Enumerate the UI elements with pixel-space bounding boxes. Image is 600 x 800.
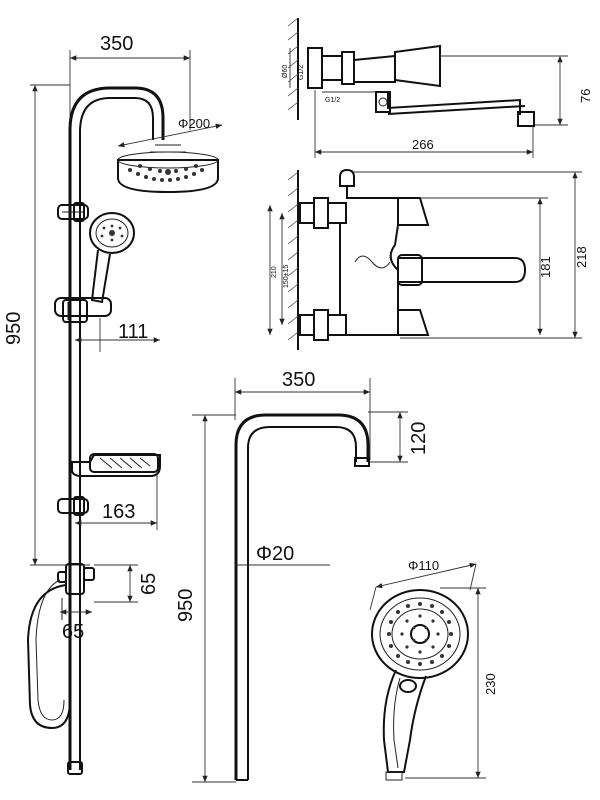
diverter-width-label: 65 (62, 621, 84, 643)
soap-offset-label: 163 (102, 501, 135, 523)
diverter-height-label: 65 (138, 573, 160, 595)
front-inner-height-label: 181 (538, 256, 553, 278)
riser-width-label: 350 (282, 369, 315, 391)
hand-shower-drawing: Φ110 230 (369, 558, 498, 781)
hand-length-label: 230 (483, 673, 498, 695)
riser-drop-label: 120 (408, 422, 430, 455)
mixer-thread-b-label: G1/2 (325, 97, 340, 104)
set-height-label: 950 (3, 312, 25, 345)
holder-offset-label: 111 (118, 321, 148, 343)
head-diameter-label: Φ200 (178, 116, 210, 131)
riser-diameter-label: Φ20 (256, 543, 294, 565)
mixer-top-view-drawing: Ø60 G1/2 G1/2 76 266 (282, 17, 593, 158)
riser-pipe-drawing: 350 120 Φ20 950 (175, 369, 430, 783)
mixer-front-view-drawing: 218 181 210 150±15 (267, 168, 589, 350)
riser-height-label: 950 (175, 589, 197, 622)
front-outer-height-label: 218 (574, 246, 589, 268)
mixer-diameter-label: Ø60 (282, 65, 289, 78)
mixer-thread-a-label: G1/2 (298, 65, 305, 80)
mixer-height-label: 76 (578, 89, 593, 103)
front-centers-label: 150±15 (283, 265, 290, 288)
front-side-label: 210 (271, 266, 278, 278)
set-width-label: 350 (100, 33, 133, 55)
shower-set-drawing: 350 950 Φ200 (3, 33, 223, 775)
mixer-width-label: 266 (412, 137, 434, 152)
hand-diameter-label: Φ110 (408, 558, 439, 573)
